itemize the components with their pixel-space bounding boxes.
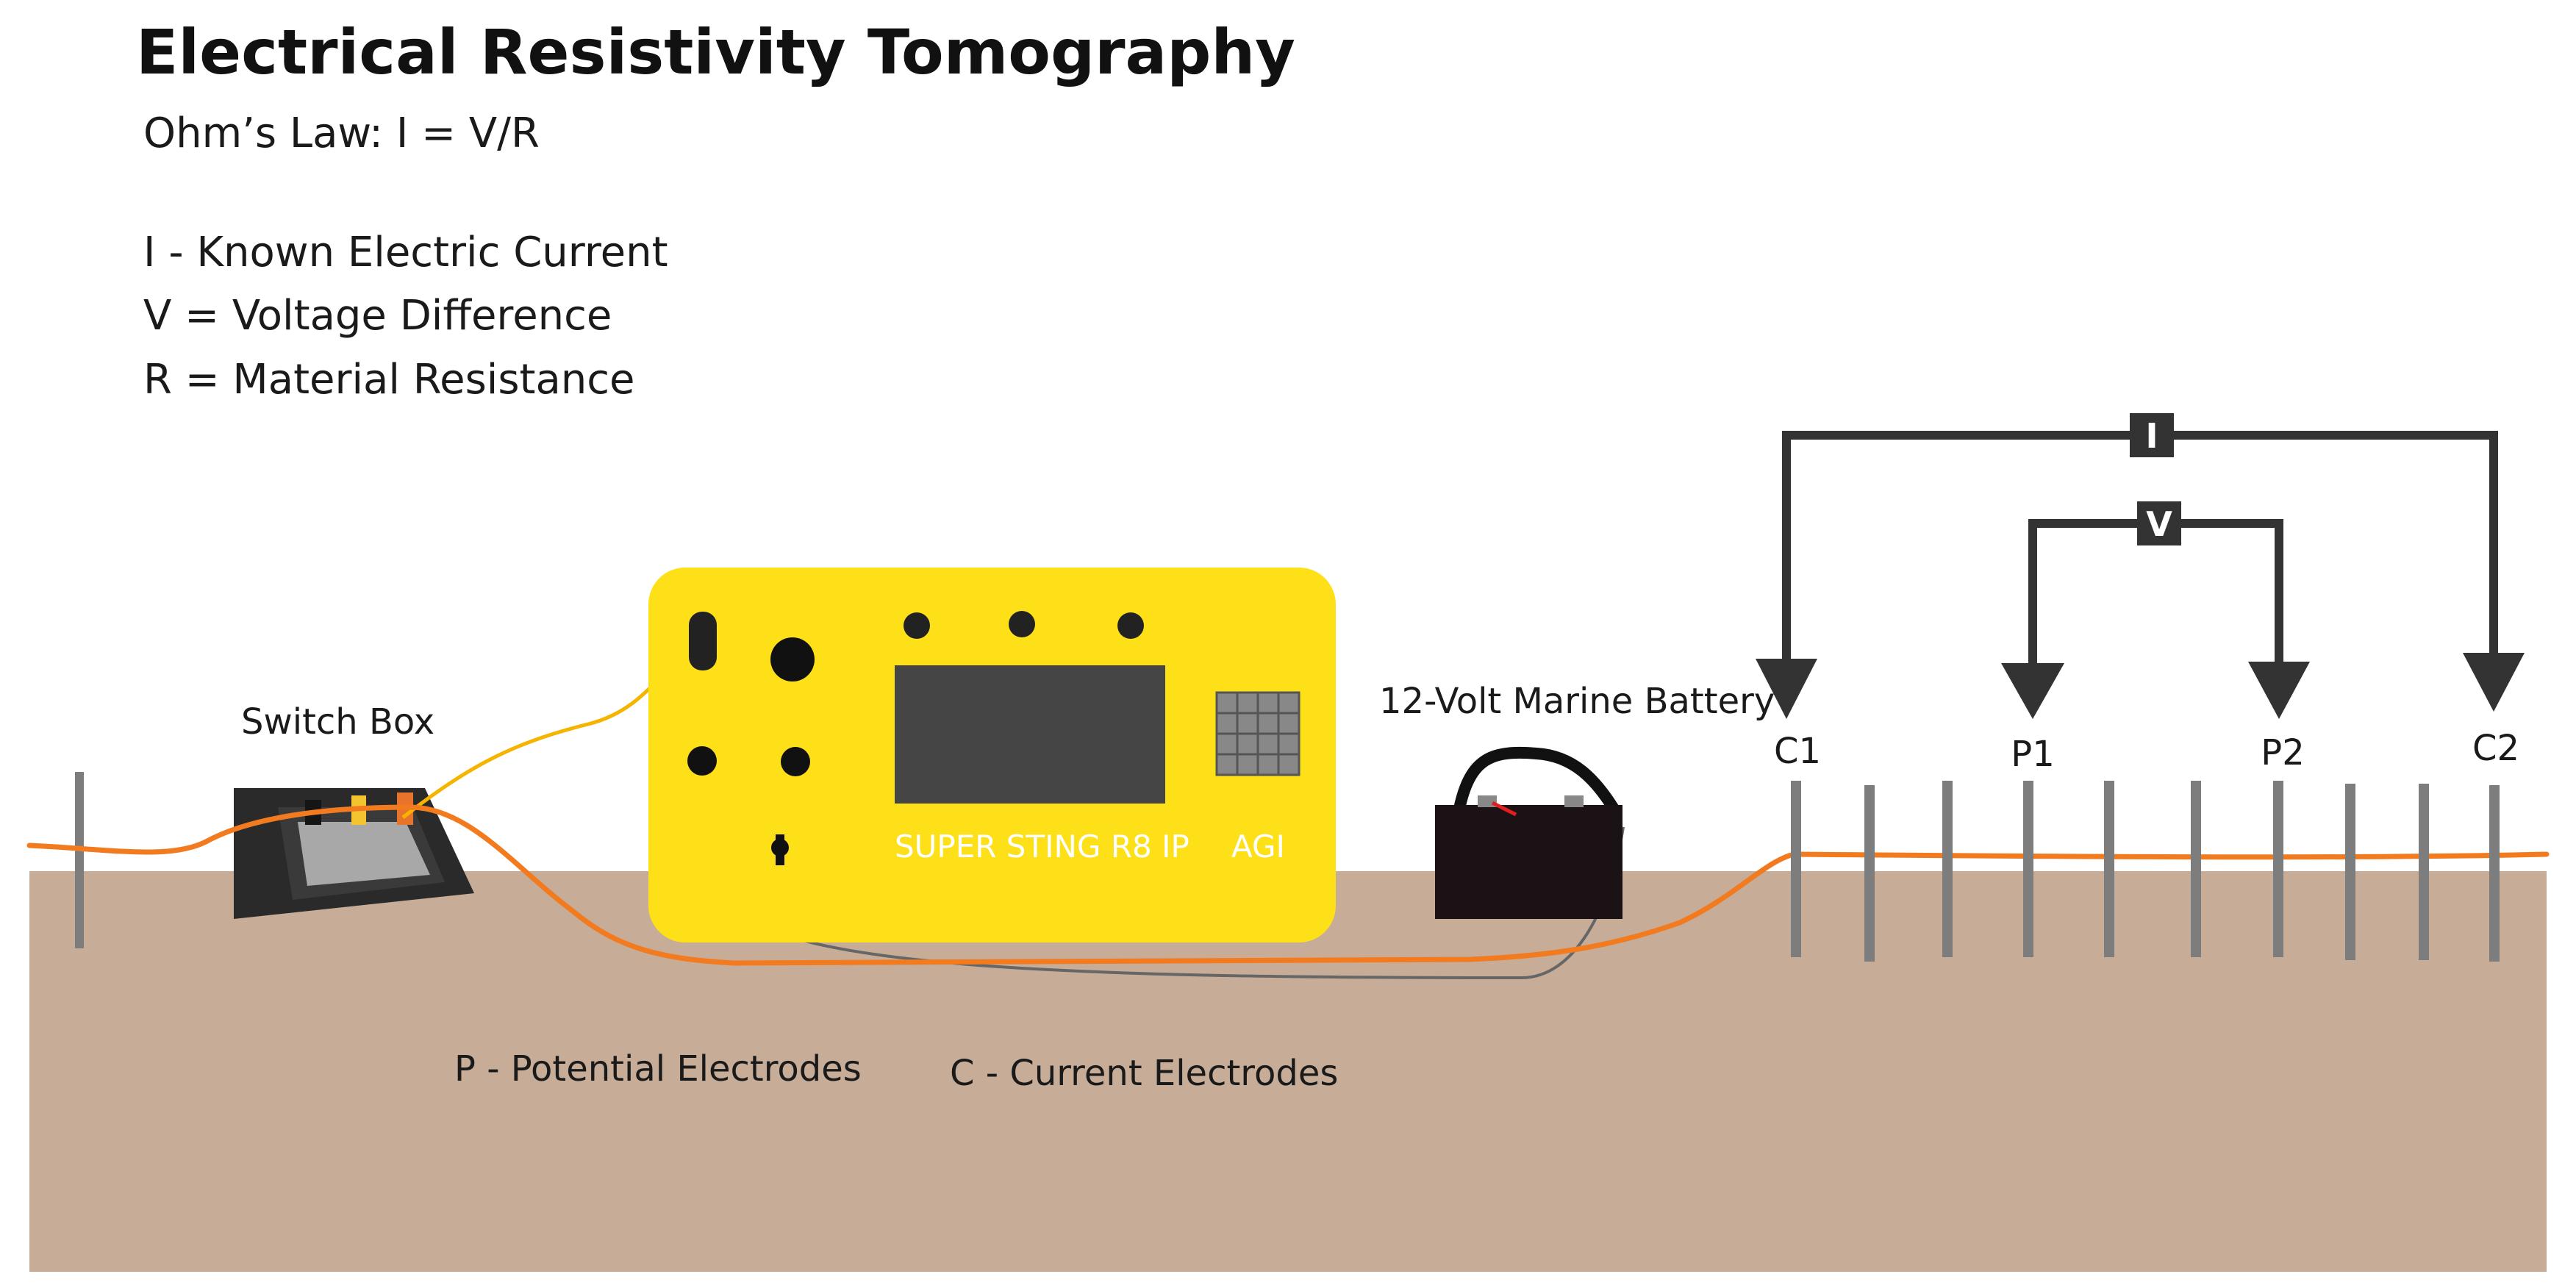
super-sting-device	[648, 568, 1336, 942]
voltage-circuit: V	[2001, 501, 2310, 719]
ohms-law-formula: Ohm’s Law: I = V/R	[143, 110, 540, 157]
knob	[689, 612, 717, 670]
voltage-meter	[2137, 501, 2181, 545]
electrode-c1	[1791, 781, 1801, 957]
electrode-array	[1791, 781, 2500, 962]
device-model-label: SUPER STING R8 IP	[895, 829, 1189, 865]
switch-box	[234, 788, 474, 919]
legend-resistance: R = Material Resistance	[143, 356, 635, 404]
battery-label: 12-Volt Marine Battery	[1379, 681, 1775, 722]
current-electrodes-label: C - Current Electrodes	[950, 1053, 1338, 1094]
socket-right	[781, 747, 810, 776]
round-port	[770, 637, 815, 681]
electrode-p1	[2023, 781, 2033, 957]
display-screen	[895, 665, 1165, 804]
p2-label: P2	[2261, 732, 2304, 773]
legend-current: I - Known Electric Current	[143, 229, 668, 276]
top-button-1	[904, 612, 930, 639]
socket-left	[687, 746, 717, 776]
switch-box-label: Switch Box	[241, 701, 434, 743]
p1-label: P1	[2011, 734, 2054, 775]
electrode-stake	[2104, 781, 2114, 957]
main-cable	[26, 804, 2550, 966]
voltage-meter-label: V	[2146, 504, 2172, 544]
device-brand-label: AGI	[1231, 829, 1285, 865]
keypad-grid	[1217, 693, 1299, 775]
page-title: Electrical Resistivity Tomography	[136, 16, 1295, 88]
current-meter	[2130, 413, 2174, 457]
electrode-stake	[2345, 784, 2355, 960]
electrode-stake	[1864, 785, 1875, 962]
electrode-stake	[1942, 781, 1953, 957]
current-circuit: I	[1756, 413, 2525, 719]
c1-label: C1	[1774, 731, 1821, 772]
electrode-p2	[2273, 781, 2283, 957]
potential-electrodes-label: P - Potential Electrodes	[454, 1048, 862, 1090]
legend-voltage: V = Voltage Difference	[143, 292, 612, 340]
c2-label: C2	[2472, 728, 2519, 769]
left-stake	[75, 772, 84, 948]
marine-battery	[1435, 746, 1622, 919]
electrode-c2	[2489, 785, 2500, 962]
top-button-3	[1117, 612, 1144, 639]
top-button-2	[1009, 611, 1035, 637]
electrode-stake	[2419, 784, 2429, 960]
electrode-stake	[2191, 781, 2201, 957]
current-meter-label: I	[2145, 416, 2158, 456]
